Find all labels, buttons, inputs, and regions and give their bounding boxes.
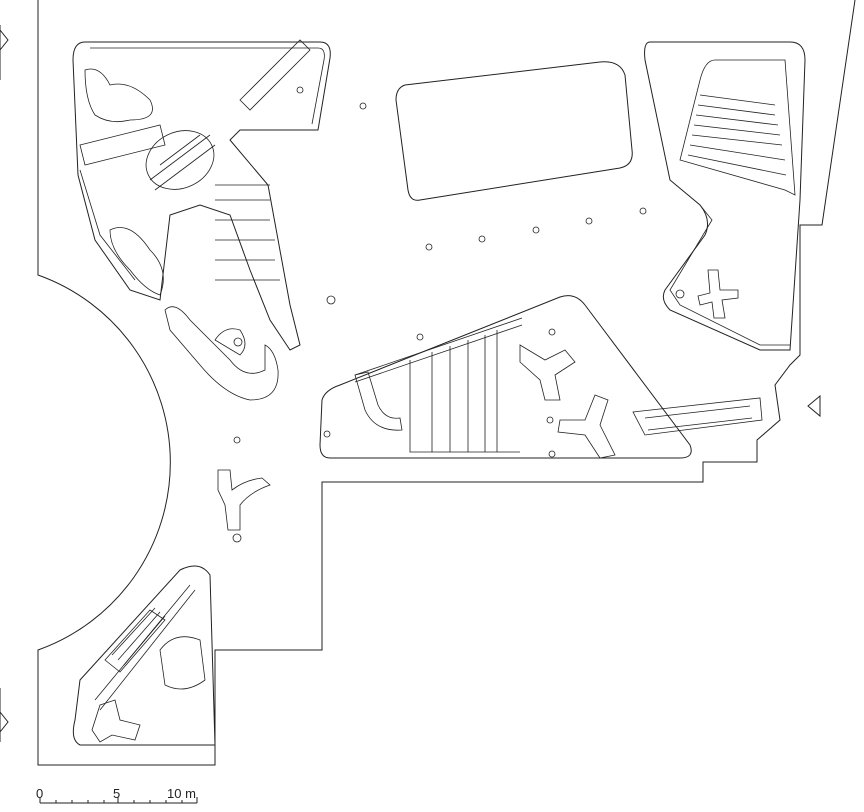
zone-top-left bbox=[72, 39, 331, 401]
scale-label-10m: 10 m bbox=[167, 786, 196, 801]
columns bbox=[232, 102, 647, 543]
scale-bar bbox=[39, 797, 198, 804]
section-marker-icon bbox=[807, 394, 821, 418]
scale-label-5: 5 bbox=[113, 786, 121, 801]
zone-bottom-left bbox=[72, 565, 216, 746]
building-outline bbox=[37, 0, 856, 766]
zone-top-right bbox=[644, 41, 806, 351]
section-marker-icon bbox=[0, 688, 9, 742]
zone-center bbox=[319, 295, 763, 459]
y-element bbox=[217, 469, 271, 531]
scale-label-0: 0 bbox=[36, 786, 44, 801]
section-marker-icon bbox=[0, 25, 9, 80]
room-top-center bbox=[395, 61, 633, 201]
